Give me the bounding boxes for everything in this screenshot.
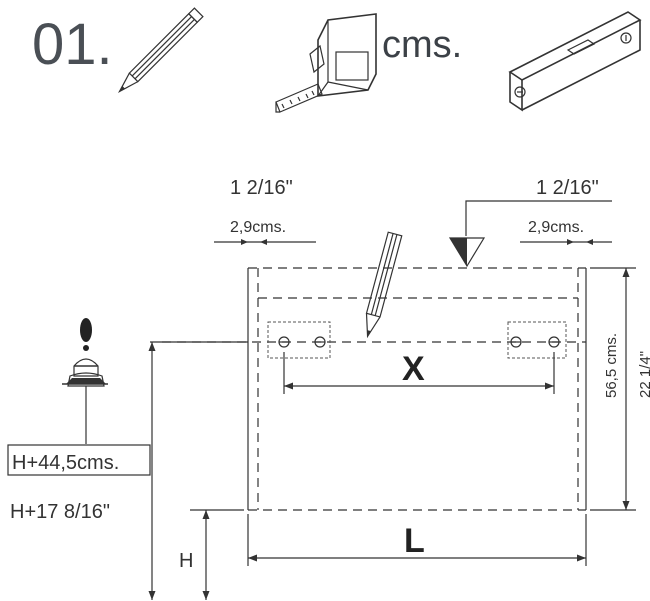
spirit-level-icon	[508, 11, 642, 112]
hole-spacing-label: X	[402, 350, 425, 388]
floor-height-label: H	[179, 550, 193, 572]
right-offset-cms: 2,9cms.	[528, 219, 584, 236]
pencil-icon	[117, 7, 204, 94]
floor-height-dimension-line	[190, 509, 244, 600]
left-offset-inches: 1 2/16"	[230, 177, 293, 199]
width-label: L	[404, 522, 425, 560]
mount-height-dimension-line	[85, 341, 248, 600]
cabinet-outline	[162, 267, 587, 511]
hole-spacing-dimension-line	[283, 352, 555, 394]
left-bracket	[267, 321, 331, 359]
installer-person-icon	[62, 318, 108, 387]
left-offset-cms: 2,9cms.	[230, 219, 286, 236]
height-inches-label: 22 1/4"	[637, 351, 650, 398]
mount-height-box	[7, 444, 151, 476]
level-marker-icon	[448, 200, 612, 268]
width-dimension-line	[247, 514, 587, 566]
height-cms-label: 56,5 cms.	[603, 333, 620, 398]
tape-measure-icon	[275, 13, 377, 113]
mount-height-inches: H+17 8/16"	[10, 501, 110, 523]
right-offset-inches: 1 2/16"	[536, 177, 599, 199]
right-offset-dimension-line	[520, 239, 612, 245]
mount-height-cms: H+44,5cms.	[12, 452, 119, 474]
right-bracket	[507, 321, 567, 359]
marking-pencil-icon	[365, 231, 403, 339]
height-dimension-line	[590, 267, 636, 511]
left-offset-dimension-line	[214, 239, 316, 245]
step-number: 01.	[32, 12, 113, 77]
tape-unit-label: cms.	[382, 24, 462, 66]
